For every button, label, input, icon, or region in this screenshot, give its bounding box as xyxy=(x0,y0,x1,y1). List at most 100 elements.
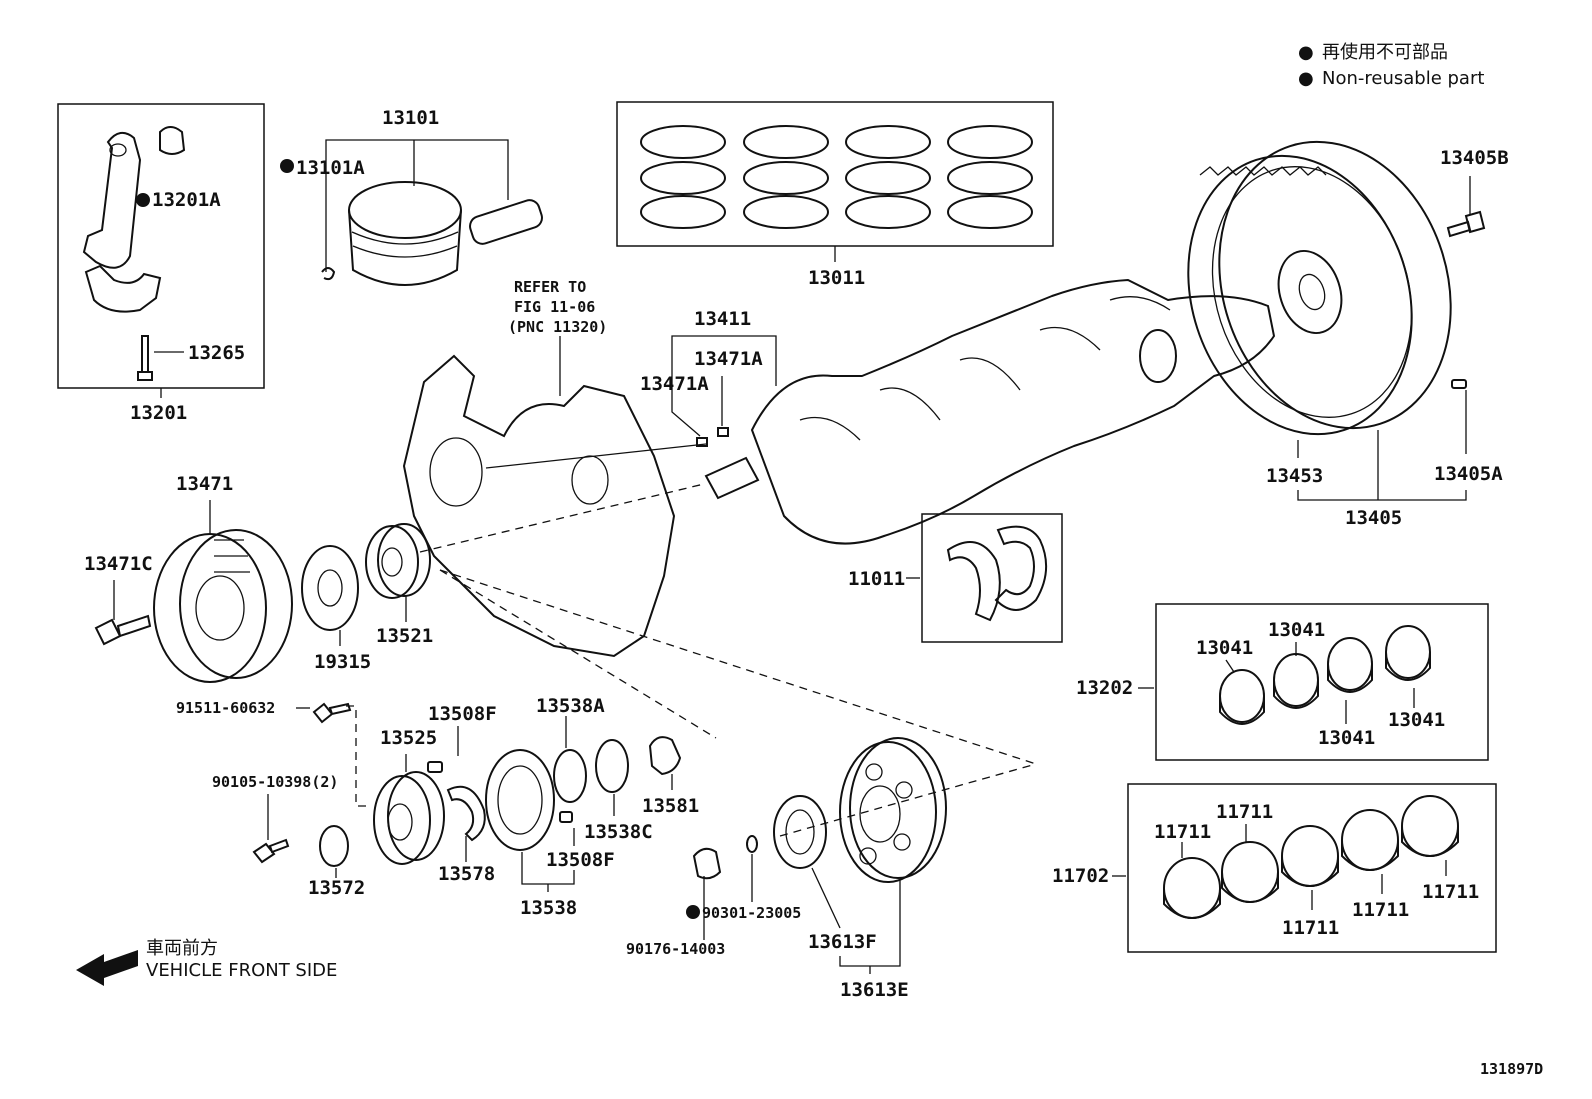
piston-rings-box xyxy=(616,101,1054,247)
bearing-shell-13041-4 xyxy=(1385,625,1431,681)
piston-ring-set-3 xyxy=(845,125,931,229)
non-reusable-mark xyxy=(280,159,294,173)
label-13613F: 13613F xyxy=(808,931,877,953)
label-13538: 13538 xyxy=(520,897,577,919)
label-11011: 11011 xyxy=(848,568,905,590)
label-13041-c: 13041 xyxy=(1318,727,1375,749)
cover-pump-port xyxy=(429,437,483,507)
legend-line-ja: 再使用不可部品 xyxy=(1322,42,1448,63)
bushing-drawing xyxy=(159,126,186,155)
label-13041-b: 13041 xyxy=(1268,619,1325,641)
direction-en: VEHICLE FRONT SIDE xyxy=(146,960,337,981)
label-13578: 13578 xyxy=(438,863,495,885)
crankshaft-drawing xyxy=(750,278,1276,545)
bushing-13613F-drawing xyxy=(773,795,827,869)
piston-drawing xyxy=(348,181,462,239)
crank-sprocket-group: 19315 13521 xyxy=(301,523,433,673)
label-13411: 13411 xyxy=(694,308,751,330)
timing-cover-group: REFER TO FIG 11-06 (PNC 11320) xyxy=(402,278,707,658)
piston-pin-drawing xyxy=(469,199,543,245)
ref-line-1: REFER TO xyxy=(514,278,586,296)
front-arrow-icon xyxy=(76,950,138,986)
bearing-shell-11711-4 xyxy=(1341,809,1399,871)
main-bearing-upper-box xyxy=(1155,603,1489,761)
pin-13508F-b xyxy=(559,811,573,823)
seal-13538C-drawing xyxy=(595,739,629,793)
non-reusable-mark xyxy=(686,905,700,919)
bearing-shell-13041-2 xyxy=(1273,653,1319,709)
label-13041-d: 13041 xyxy=(1388,709,1445,731)
crank-sprocket-drawing xyxy=(301,545,359,631)
crankshaft-group: 13411 13471A 13471A xyxy=(640,278,1276,545)
direction-ja: 車両前方 xyxy=(146,938,218,959)
label-13521: 13521 xyxy=(376,625,433,647)
gasket-90301-drawing xyxy=(746,835,758,853)
label-13201: 13201 xyxy=(130,402,187,424)
balance-gear-drawing xyxy=(839,741,937,883)
pump-housing-13538-drawing xyxy=(485,749,555,851)
crank-key-1 xyxy=(696,437,708,447)
non-reusable-mark xyxy=(136,193,150,207)
label-13508F-b: 13508F xyxy=(546,849,615,871)
crankshaft-nose xyxy=(704,456,760,500)
label-13011: 13011 xyxy=(808,267,865,289)
main-bearing-upper-group: 13202 13041 13041 13041 13041 xyxy=(1076,603,1489,761)
flywheel-pin-drawing xyxy=(1451,379,1467,389)
flywheel-bolt-drawing xyxy=(1446,210,1486,238)
oil-pump-group: 91511-60632 90105-10398(2) 13525 13572 1… xyxy=(176,695,801,958)
label-11711-e: 11711 xyxy=(1422,881,1479,903)
thrust-washer-1 xyxy=(946,541,1001,622)
vehicle-front-indicator: 車両前方 VEHICLE FRONT SIDE xyxy=(76,938,337,986)
bolt-90105-drawing xyxy=(252,838,290,864)
bearing-shell-11711-2 xyxy=(1221,841,1279,903)
piston-ring-set-4 xyxy=(947,125,1033,229)
label-13508F-a: 13508F xyxy=(428,703,497,725)
bolt-91511-drawing xyxy=(312,702,352,724)
piston-ring-set-2 xyxy=(743,125,829,229)
balance-gear-group: 13613F 13613E xyxy=(773,737,947,1001)
label-19315: 19315 xyxy=(314,651,371,673)
plate-13572-drawing xyxy=(319,825,349,867)
plug-90176-drawing xyxy=(692,847,722,880)
piston-ring-set-1 xyxy=(640,125,726,229)
legend-line-en: Non-reusable part xyxy=(1322,68,1484,89)
label-13471A-b: 13471A xyxy=(694,348,763,370)
thrust-washer-box xyxy=(921,513,1063,643)
bearing-shell-13041-3 xyxy=(1327,637,1373,693)
label-13453: 13453 xyxy=(1266,465,1323,487)
piston-group: 13101 13101A xyxy=(280,107,543,286)
label-13613E: 13613E xyxy=(840,979,909,1001)
ref-line-3: (PNC 11320) xyxy=(508,318,607,336)
label-11702: 11702 xyxy=(1052,865,1109,887)
label-13041-a: 13041 xyxy=(1196,637,1253,659)
pin-13508F-a xyxy=(427,761,443,773)
label-11711-d: 11711 xyxy=(1352,899,1409,921)
label-90301-23005: 90301-23005 xyxy=(702,904,801,922)
label-13471C: 13471C xyxy=(84,553,153,575)
crank-key-2 xyxy=(717,427,729,437)
label-13538A: 13538A xyxy=(536,695,605,717)
label-91511-60632: 91511-60632 xyxy=(176,699,275,717)
legend-bullet-1: ● xyxy=(1298,42,1314,63)
plug-13581-drawing xyxy=(648,736,682,776)
label-13265: 13265 xyxy=(188,342,245,364)
crank-pulley-group: 13471 13471C xyxy=(84,473,293,683)
crank-pulley-drawing xyxy=(153,533,267,683)
connecting-rod-drawing xyxy=(82,131,142,269)
figure-id: 131897D xyxy=(1480,1060,1543,1078)
label-11711-c: 11711 xyxy=(1282,917,1339,939)
dashed-guides xyxy=(346,483,1037,837)
label-13405: 13405 xyxy=(1345,507,1402,529)
bearing-shell-11711-3 xyxy=(1281,825,1339,887)
label-90105-10398: 90105-10398(2) xyxy=(212,773,338,791)
pulley-bolt-drawing xyxy=(94,614,152,646)
label-13101: 13101 xyxy=(382,107,439,129)
label-13572: 13572 xyxy=(308,877,365,899)
label-13405B: 13405B xyxy=(1440,147,1509,169)
label-13471A-a: 13471A xyxy=(640,373,709,395)
label-13101A: 13101A xyxy=(296,157,365,179)
rod-bolt-drawing xyxy=(137,335,153,381)
label-13405A: 13405A xyxy=(1434,463,1503,485)
rod-cap-drawing xyxy=(84,264,162,313)
